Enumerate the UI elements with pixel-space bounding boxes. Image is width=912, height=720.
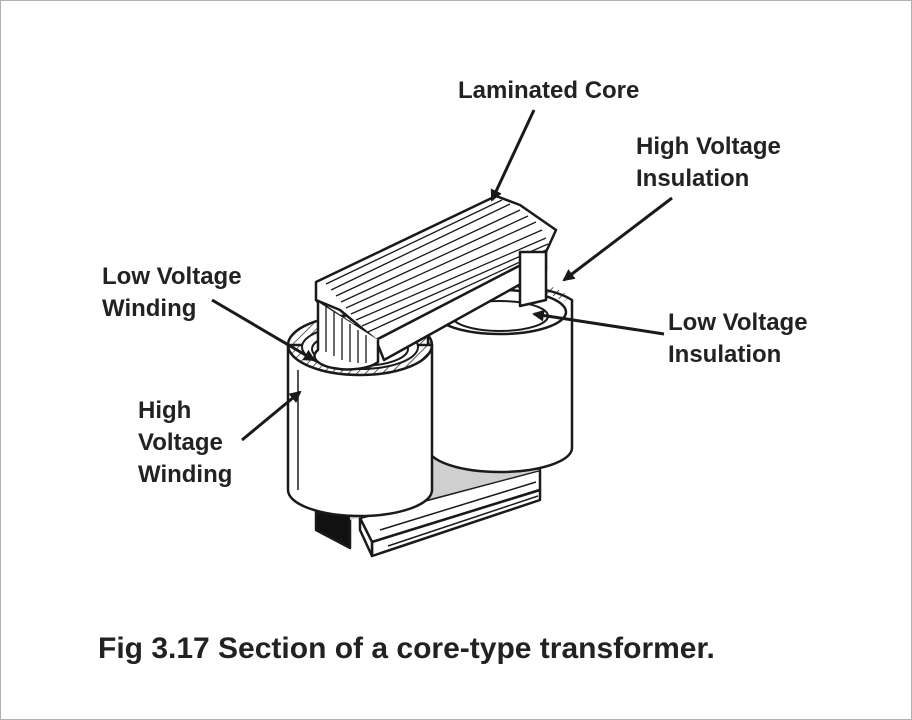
figure-caption: Fig 3.17 Section of a core-type transfor…: [98, 632, 715, 665]
label-hv-winding-line1: High: [138, 397, 191, 424]
arrow-laminated-core: [490, 109, 536, 202]
arrow-lv-winding: [211, 298, 316, 362]
label-hv-insulation-line1: High Voltage: [636, 133, 781, 160]
bottom-yoke: [314, 468, 542, 558]
core-end-dark: [314, 510, 352, 550]
arrow-lv-insulation: [532, 309, 665, 336]
label-laminated-core: Laminated Core: [458, 77, 639, 104]
label-lv-winding-line2: Winding: [102, 295, 196, 322]
arrow-hv-insulation: [562, 196, 673, 282]
label-hv-winding-line2: Voltage: [138, 429, 223, 456]
arrow-hv-winding: [241, 390, 302, 442]
top-yoke: [313, 194, 558, 371]
label-lv-insulation-line1: Low Voltage: [668, 309, 808, 336]
label-hv-insulation-line2: Insulation: [636, 165, 749, 192]
label-lv-winding-line1: Low Voltage: [102, 263, 242, 290]
label-hv-winding-line3: Winding: [138, 461, 232, 488]
label-lv-insulation-line2: Insulation: [668, 341, 781, 368]
pointer-arrows: [211, 109, 673, 442]
